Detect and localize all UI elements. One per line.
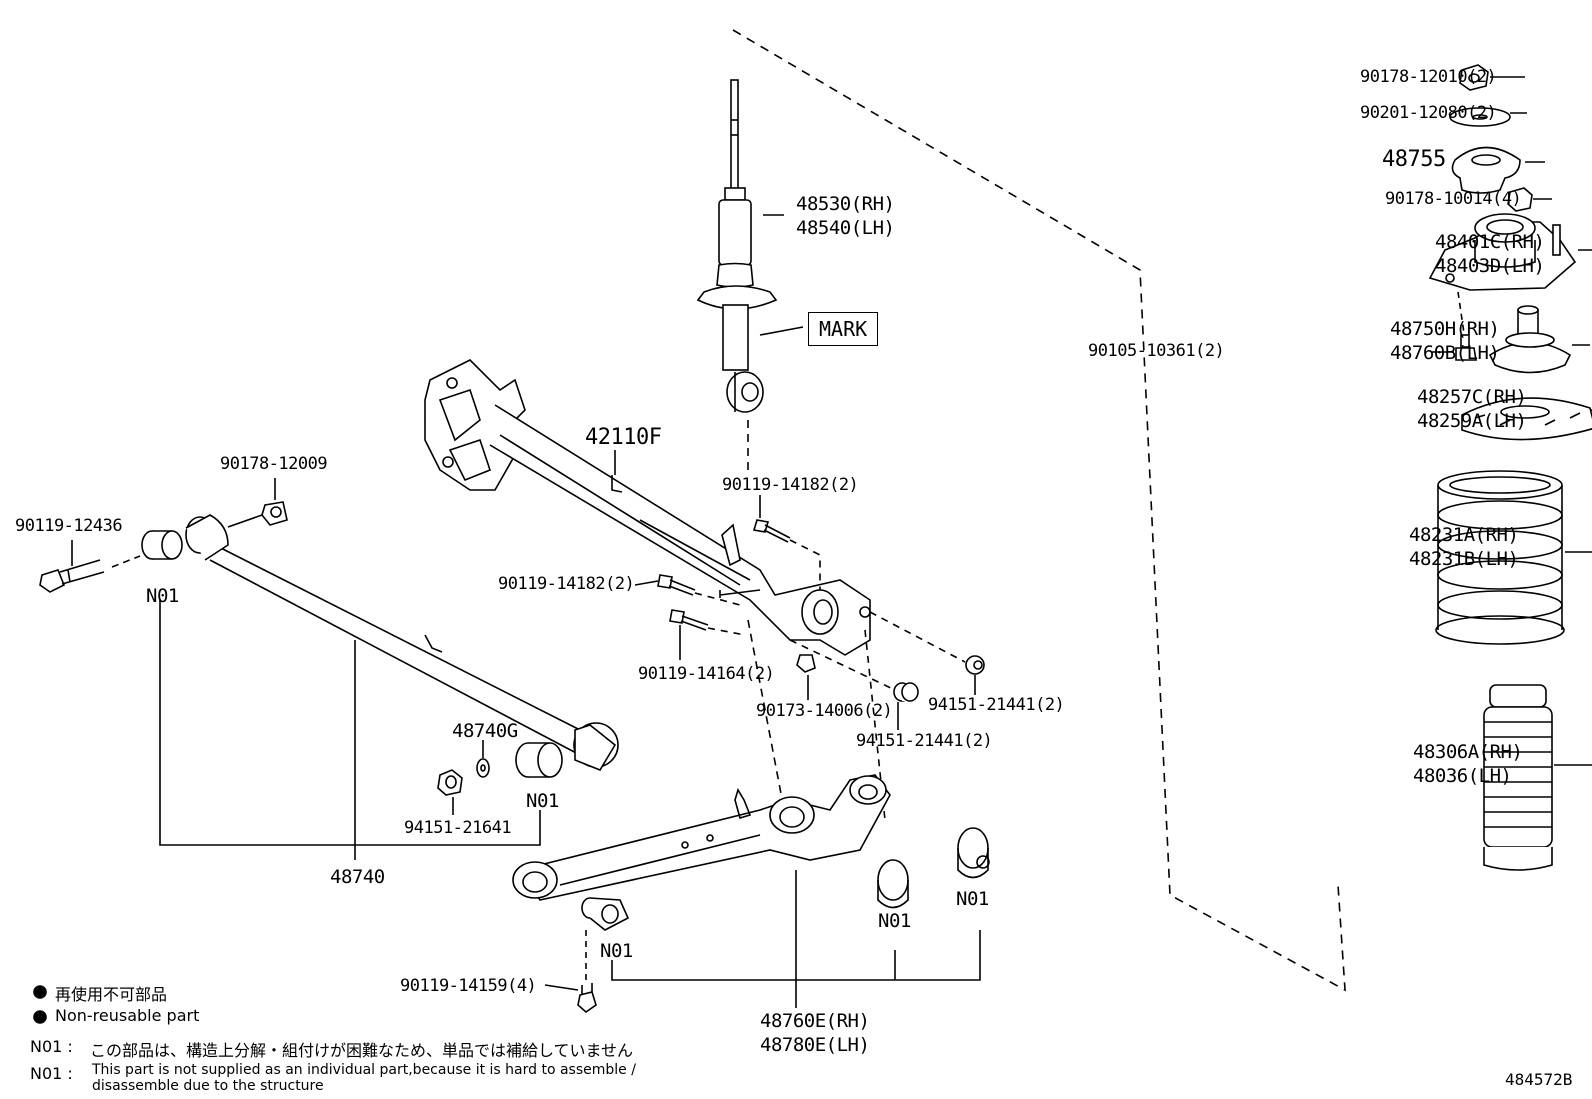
note-n01-code-en: N01 : xyxy=(30,1064,73,1083)
washer-48740G xyxy=(476,758,490,778)
legend-non-reusable-ja: 再使用不可部品 xyxy=(55,985,168,1004)
n01-label-arm-a: N01 xyxy=(600,940,633,962)
assembly-dashed-outline xyxy=(732,29,1346,992)
coil-spring-48231A xyxy=(1435,470,1565,645)
dust-boot-48306A xyxy=(1483,684,1553,871)
legend-dot-ja xyxy=(33,985,47,999)
shock-absorber xyxy=(696,79,778,413)
nut-90178-12009 xyxy=(261,501,288,526)
label-42110F: 42110F xyxy=(585,425,662,450)
support-48401C xyxy=(1428,213,1577,291)
lateral-link xyxy=(185,514,619,771)
n01-label-arm-c: N01 xyxy=(956,888,989,910)
bolt-90105-10361 xyxy=(1455,334,1477,361)
note-n01-en-line1: This part is not supplied as an individu… xyxy=(92,1062,636,1078)
bolt-90119-12436 xyxy=(39,559,105,593)
label-48540: 48540(LH) xyxy=(796,217,895,239)
label-90178-10014: 90178-10014(4) xyxy=(1385,189,1522,209)
legend-dot-en xyxy=(33,1010,47,1024)
bolt-90119-14182-lower xyxy=(657,574,696,596)
nut-94151-21641 xyxy=(437,769,463,796)
label-48780E: 48780E(LH) xyxy=(760,1034,870,1056)
bushing-94151-21441-a xyxy=(965,655,985,675)
label-48755: 48755 xyxy=(1382,147,1446,172)
lower-arm xyxy=(512,774,891,901)
label-90119-12436: 90119-12436 xyxy=(15,516,123,536)
bushing-n01-right xyxy=(515,742,563,778)
mark-callout: MARK xyxy=(808,312,879,346)
label-48036: 48036(LH) xyxy=(1413,765,1512,787)
bushing-n01-left xyxy=(141,530,183,560)
bumper-48750H xyxy=(1488,305,1572,374)
bushing-n01-arm-b xyxy=(877,859,909,909)
label-48257C: 48257C(RH) xyxy=(1417,386,1527,408)
label-48259A: 48259A(LH) xyxy=(1417,410,1527,432)
nut-90178-10014 xyxy=(1507,187,1533,212)
label-94151-21441-a: 94151-21441(2) xyxy=(928,695,1065,715)
bracket-n01-48740 xyxy=(159,600,541,846)
bushing-94151-21441-b xyxy=(893,682,919,702)
label-90119-14182-upper: 90119-14182(2) xyxy=(722,475,859,495)
label-94151-21641: 94151-21641 xyxy=(404,818,512,838)
label-94151-21441-b: 94151-21441(2) xyxy=(856,731,993,751)
diagram-id: 484572B xyxy=(1505,1070,1573,1089)
nut-90173-14006 xyxy=(796,654,816,673)
label-90105-10361: 90105-10361(2) xyxy=(1088,341,1225,361)
dash-shock-to-arm xyxy=(747,619,787,821)
bushing-n01-arm-a xyxy=(581,897,630,931)
label-48740G: 48740G xyxy=(452,720,518,742)
upper-seat-48755 xyxy=(1451,146,1521,194)
n01-label-link-left: N01 xyxy=(146,585,179,607)
n01-label-arm-b: N01 xyxy=(878,910,911,932)
note-n01-ja: この部品は、構造上分解・組付けが困難なため、単品では補給していません xyxy=(90,1041,634,1060)
legend-non-reusable-en: Non-reusable part xyxy=(55,1006,200,1025)
label-48231B: 48231B(LH) xyxy=(1409,548,1519,570)
insulator-48257C xyxy=(1461,397,1592,441)
bolt-90119-14182-upper xyxy=(752,519,791,543)
leader-mark xyxy=(759,326,804,336)
label-90119-14182-lower: 90119-14182(2) xyxy=(498,574,635,594)
label-48403D: 48403D(LH) xyxy=(1435,255,1545,277)
label-90201-12080: 90201-12080(2) xyxy=(1360,103,1497,123)
label-90119-14159: 90119-14159(4) xyxy=(400,976,537,996)
bolt-90119-14164 xyxy=(669,609,709,631)
label-48740: 48740 xyxy=(330,866,385,888)
label-48760E: 48760E(RH) xyxy=(760,1010,870,1032)
bolt-90119-14159 xyxy=(577,983,597,1014)
leader-90178-12009-line xyxy=(227,514,263,528)
label-48401C: 48401C(RH) xyxy=(1435,231,1545,253)
bracket-n01-arm xyxy=(611,930,981,981)
note-n01-en-line2: disassemble due to the structure xyxy=(92,1078,324,1094)
label-48760B: 48760B(LH) xyxy=(1390,342,1500,364)
label-48530: 48530(RH) xyxy=(796,193,895,215)
label-90119-14164: 90119-14164(2) xyxy=(638,664,775,684)
label-48306A: 48306A(RH) xyxy=(1413,741,1523,763)
label-48750H: 48750H(RH) xyxy=(1390,318,1500,340)
label-90173-14006: 90173-14006(2) xyxy=(756,701,893,721)
label-48231A: 48231A(RH) xyxy=(1409,524,1519,546)
n01-label-link-right: N01 xyxy=(526,790,559,812)
note-n01-code-ja: N01 : xyxy=(30,1037,73,1056)
nut-90178-12010 xyxy=(1459,64,1489,91)
label-90178-12010: 90178-12010(2) xyxy=(1360,67,1497,87)
washer-90201-12080 xyxy=(1449,107,1511,127)
label-90178-12009: 90178-12009 xyxy=(220,454,328,474)
axle-beam xyxy=(424,359,871,656)
bushing-n01-arm-c xyxy=(957,827,990,879)
